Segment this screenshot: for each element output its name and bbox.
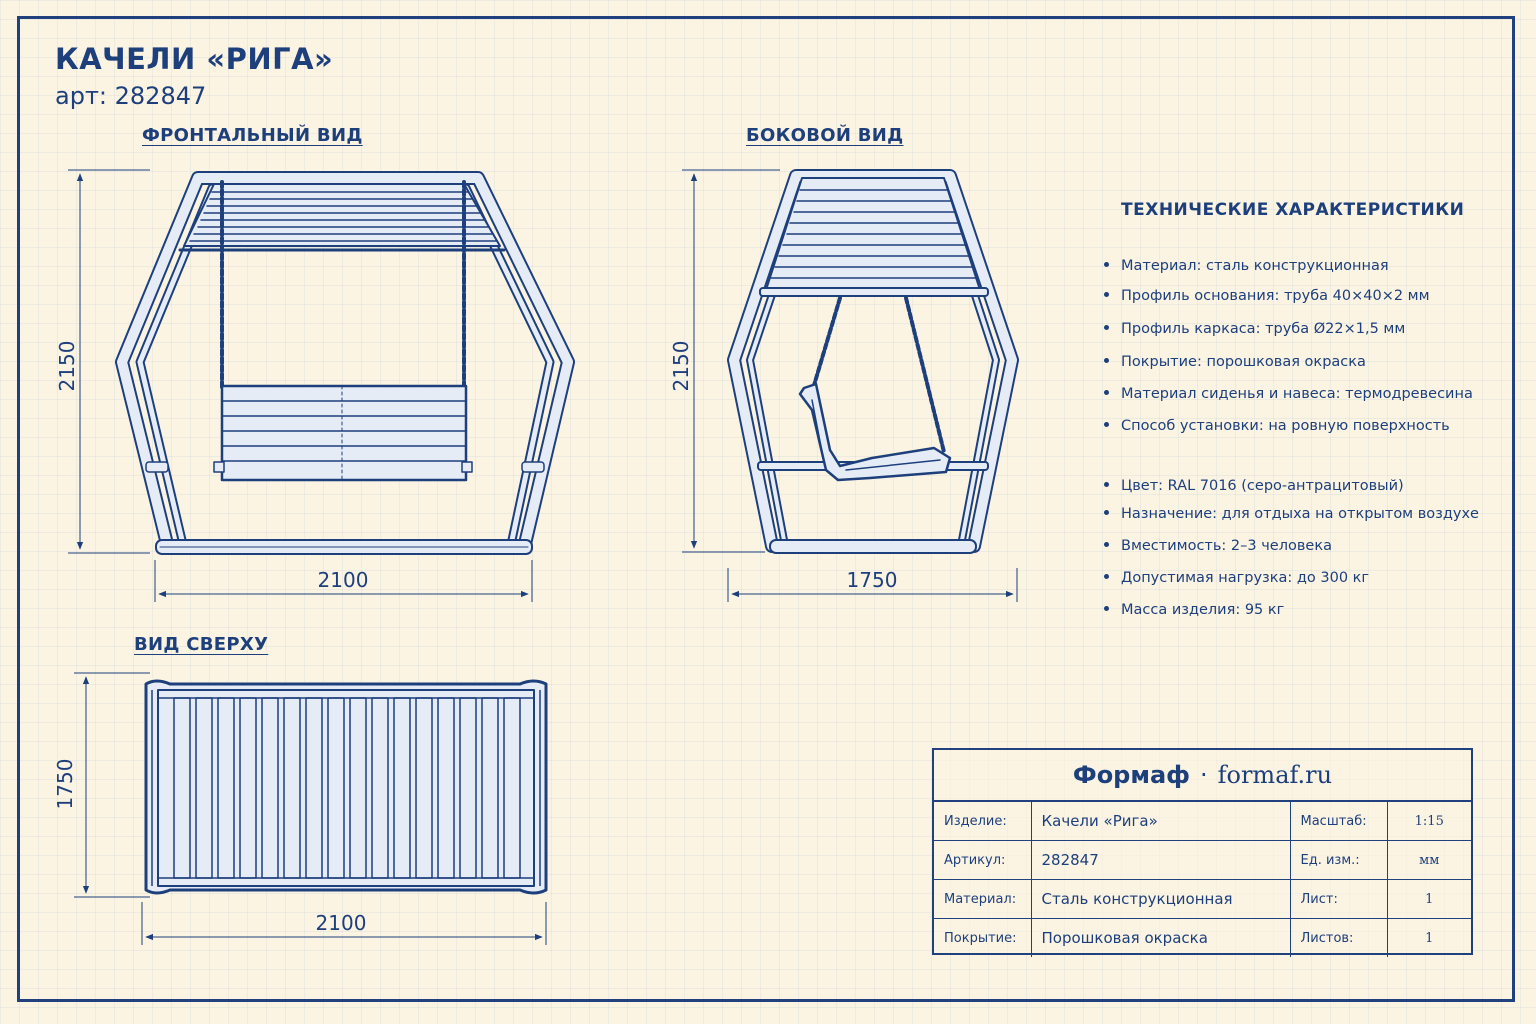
table-row: Изделие: Качели «Рига» Масштаб: 1:15 bbox=[934, 802, 1471, 841]
table-row: Материал: Сталь конструкционная Лист: 1 bbox=[934, 879, 1471, 919]
spec-item: Назначение: для отдыха на открытом возду… bbox=[1104, 506, 1479, 522]
side-view-drawing bbox=[727, 169, 1019, 554]
bullet-icon bbox=[1104, 605, 1109, 611]
spec-item: Масса изделия: 95 кг bbox=[1104, 602, 1284, 618]
specs-panel: ТЕХНИЧЕСКИЕ ХАРАКТЕРИСТИКИ Материал: ста… bbox=[1104, 200, 1514, 618]
bullet-icon bbox=[1104, 481, 1109, 487]
specs-heading: ТЕХНИЧЕСКИЕ ХАРАКТЕРИСТИКИ bbox=[1121, 200, 1465, 220]
spec-item: Вместимость: 2–3 человека bbox=[1104, 538, 1332, 554]
bullet-icon bbox=[1104, 541, 1109, 547]
title-block-table: Изделие: Качели «Рига» Масштаб: 1:15 Арт… bbox=[934, 802, 1471, 957]
front-dimensions bbox=[68, 169, 533, 602]
table-row: Покрытие: Порошковая окраска Листов: 1 bbox=[934, 918, 1471, 957]
table-row: Артикул: 282847 Ед. изм.: мм bbox=[934, 840, 1471, 880]
spec-item: Материал сиденья и навеса: термодревесин… bbox=[1104, 386, 1473, 402]
bullet-icon bbox=[1104, 291, 1109, 297]
spec-item: Способ установки: на ровную поверхность bbox=[1104, 418, 1450, 434]
bullet-icon bbox=[1104, 261, 1109, 267]
top-width-dimension: 2100 bbox=[316, 911, 367, 935]
brand-header: Формаф · formaf.ru bbox=[934, 750, 1471, 802]
spec-item: Покрытие: порошковая окраска bbox=[1104, 354, 1366, 370]
brand-site: formaf.ru bbox=[1217, 761, 1333, 789]
side-width-dimension: 1750 bbox=[847, 568, 898, 592]
front-width-dimension: 2100 bbox=[318, 568, 369, 592]
brand-separator: · bbox=[1199, 761, 1208, 789]
bullet-icon bbox=[1104, 573, 1109, 579]
page-title: КАЧЕЛИ «РИГА» bbox=[55, 42, 334, 76]
top-view-slats bbox=[173, 697, 521, 879]
article-number: арт: 282847 bbox=[55, 82, 207, 110]
top-dimensions bbox=[74, 672, 547, 945]
bullet-icon bbox=[1104, 421, 1109, 427]
title-block: Формаф · formaf.ru Изделие: Качели «Рига» … bbox=[932, 748, 1473, 957]
front-view-label: ФРОНТАЛЬНЫЙ ВИД bbox=[142, 125, 363, 146]
top-view-label: ВИД СВЕРХУ bbox=[134, 634, 269, 655]
bullet-icon bbox=[1104, 509, 1109, 515]
side-view-label: БОКОВОЙ ВИД bbox=[746, 125, 904, 146]
side-height-dimension: 2150 bbox=[669, 341, 693, 392]
bullet-icon bbox=[1104, 357, 1109, 363]
bullet-icon bbox=[1104, 389, 1109, 395]
top-depth-dimension: 1750 bbox=[53, 759, 77, 810]
brand-name: Формаф bbox=[1072, 761, 1190, 789]
front-view-drawing bbox=[115, 171, 575, 555]
spec-item: Цвет: RAL 7016 (серо-антрацитовый) bbox=[1104, 478, 1404, 494]
spec-item: Допустимая нагрузка: до 300 кг bbox=[1104, 570, 1369, 586]
top-view-drawing bbox=[144, 679, 548, 895]
front-height-dimension: 2150 bbox=[55, 341, 79, 392]
side-dimensions bbox=[682, 169, 1018, 602]
bullet-icon bbox=[1104, 324, 1109, 330]
spec-item: Профиль каркаса: труба Ø22×1,5 мм bbox=[1104, 321, 1405, 337]
spec-item: Материал: сталь конструкционная bbox=[1104, 258, 1389, 274]
spec-item: Профиль основания: труба 40×40×2 мм bbox=[1104, 288, 1430, 304]
